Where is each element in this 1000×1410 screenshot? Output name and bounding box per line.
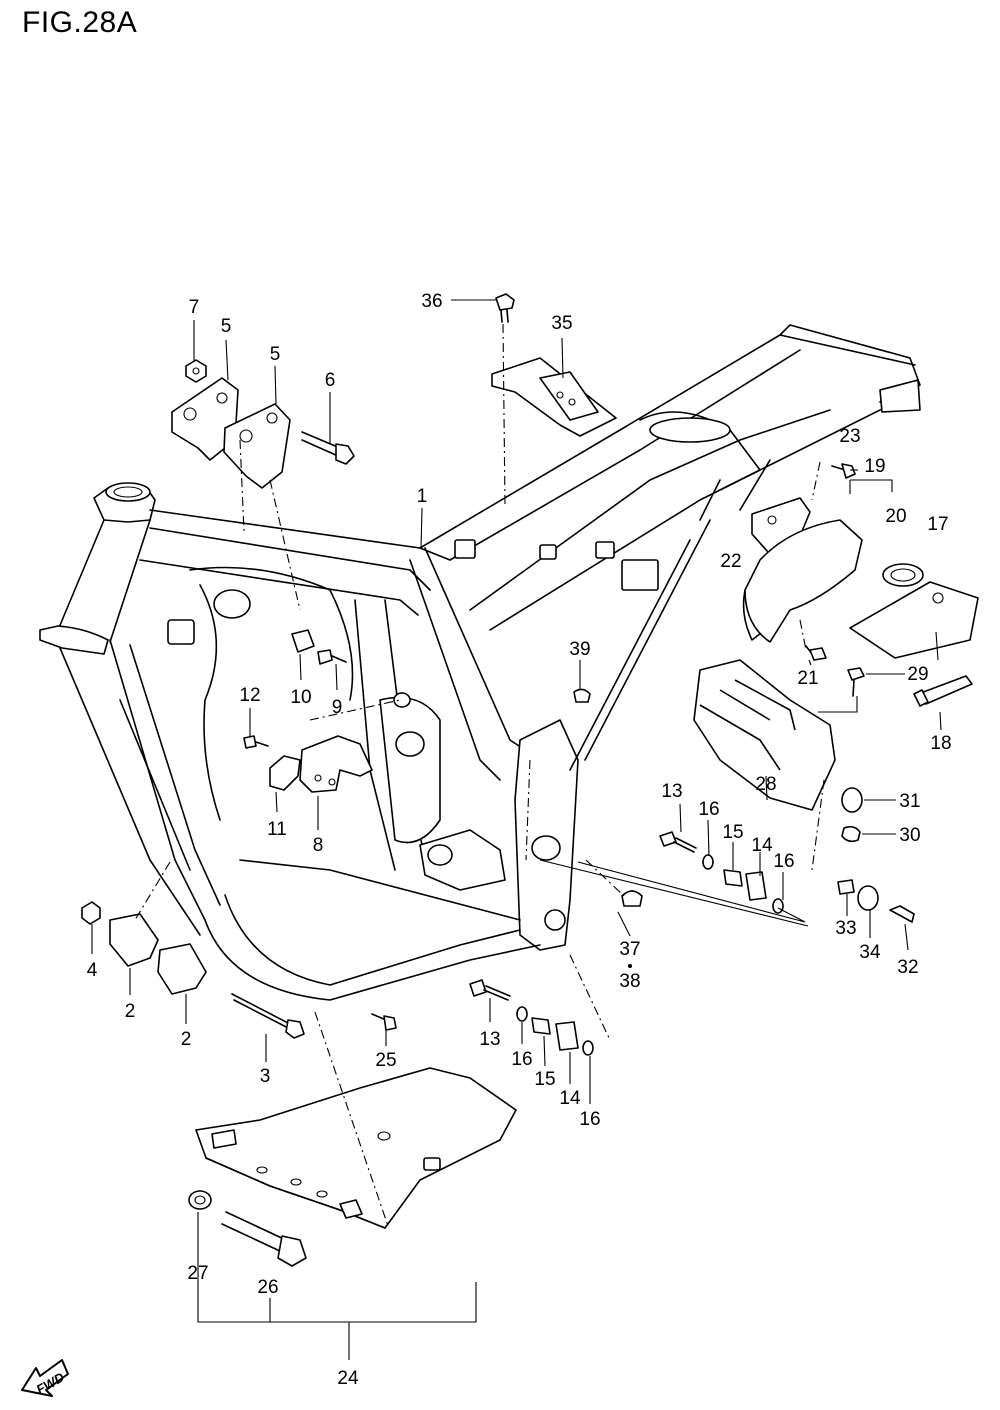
collar-33 [837, 879, 855, 895]
callout-16: 16 [511, 1049, 532, 1070]
seal-20 [882, 563, 924, 587]
callout-19: 19 [864, 456, 885, 477]
callout-28: 28 [755, 774, 776, 795]
bracket-2b [157, 943, 207, 995]
washer-16-upper-a [702, 854, 714, 870]
bolt-21 [805, 645, 827, 661]
bolt-25 [371, 1013, 397, 1031]
nut-4 [81, 901, 101, 925]
callout-34: 34 [859, 942, 881, 963]
callout-27: 27 [187, 1263, 208, 1284]
callout-13: 13 [661, 781, 682, 802]
washer-16-lower-b [582, 1040, 594, 1056]
callout-17: 17 [927, 514, 948, 535]
callout-3: 3 [260, 1066, 271, 1087]
bolt-32 [889, 905, 915, 923]
bolt-3 [231, 993, 305, 1039]
bushing-14-upper [745, 871, 767, 901]
bushing-14-lower [555, 1021, 579, 1051]
callout-16: 16 [773, 851, 794, 872]
callout-13: 13 [479, 1029, 500, 1050]
leader-lines [91, 299, 942, 1360]
bolt-6 [301, 431, 355, 465]
callout-37: 37 [619, 939, 640, 960]
callout-2: 2 [125, 1001, 136, 1022]
bracket-8 [299, 735, 373, 793]
callout-15: 15 [722, 822, 743, 843]
callout-30: 30 [899, 825, 920, 846]
clamp-11 [269, 755, 301, 791]
fwd-arrow-icon: FWD [21, 1359, 69, 1397]
callout-39: 39 [569, 639, 590, 660]
callout-5: 5 [221, 316, 232, 337]
cap-30 [841, 825, 861, 843]
callout-1: 1 [417, 486, 428, 507]
air-cleaner-holder-19 [742, 519, 863, 643]
main-frame [39, 324, 921, 1001]
cushion-34 [857, 885, 879, 911]
washer-16-lower-a [516, 1006, 528, 1022]
bolt-26 [221, 1211, 307, 1267]
callout-7: 7 [189, 297, 200, 318]
callout-33: 33 [835, 918, 856, 939]
callout-36: 36 [421, 291, 442, 312]
pin-18 [913, 675, 973, 707]
plate-17 [849, 581, 979, 659]
washer-16-upper-b [772, 898, 784, 914]
callout-35: 35 [551, 313, 572, 334]
plug-39 [573, 688, 591, 703]
callout-2: 2 [181, 1029, 192, 1050]
spacer-15-lower [531, 1017, 551, 1035]
callout-31: 31 [899, 791, 920, 812]
callout-8: 8 [313, 835, 324, 856]
callout-18: 18 [930, 733, 951, 754]
bolt-36 [495, 293, 515, 323]
callout-11: 11 [267, 819, 287, 840]
callout-24: 24 [337, 1368, 359, 1389]
bolt-29 [847, 667, 865, 697]
cushion-10 [291, 629, 315, 653]
washer-27 [188, 1190, 212, 1210]
bolt-23 [831, 463, 856, 479]
skid-plate-24 [195, 1067, 517, 1229]
callout-12: 12 [239, 685, 260, 706]
callout-25: 25 [375, 1050, 396, 1071]
callout-14: 14 [751, 835, 773, 856]
callout-14: 14 [559, 1088, 581, 1109]
callout-38: 38 [619, 971, 640, 992]
callout-5: 5 [270, 344, 281, 365]
cap-37 [621, 890, 643, 907]
cushion-31 [841, 787, 863, 813]
callout-22: 22 [720, 551, 741, 572]
callout-16: 16 [698, 799, 719, 820]
bracket-35 [491, 357, 617, 437]
callout-21: 21 [797, 668, 818, 689]
separator-dot [628, 964, 632, 968]
callout-15: 15 [534, 1069, 555, 1090]
callout-32: 32 [897, 957, 918, 978]
callout-9: 9 [332, 697, 343, 718]
callout-labels: 1 2 2 3 4 5 5 6 7 8 9 10 11 12 13 13 14 … [87, 291, 952, 1389]
callout-23: 23 [839, 426, 860, 447]
assembly-lines [134, 323, 825, 1227]
callout-29: 29 [907, 664, 928, 685]
callout-6: 6 [325, 370, 336, 391]
bolt-9 [317, 649, 347, 665]
bolt-13-upper [659, 831, 697, 853]
bolt-13-lower [469, 979, 511, 1001]
callout-26: 26 [257, 1277, 278, 1298]
spacer-15-upper [723, 869, 743, 887]
bracket-2a [109, 913, 159, 967]
figure-title: FIG.28A [22, 6, 138, 39]
callout-16: 16 [579, 1109, 600, 1130]
nut-7 [185, 359, 207, 383]
callout-4: 4 [87, 960, 98, 981]
callout-20: 20 [885, 506, 906, 527]
bolt-12 [243, 735, 269, 749]
callout-10: 10 [290, 687, 311, 708]
engine-mount-brackets-5 [171, 377, 291, 489]
